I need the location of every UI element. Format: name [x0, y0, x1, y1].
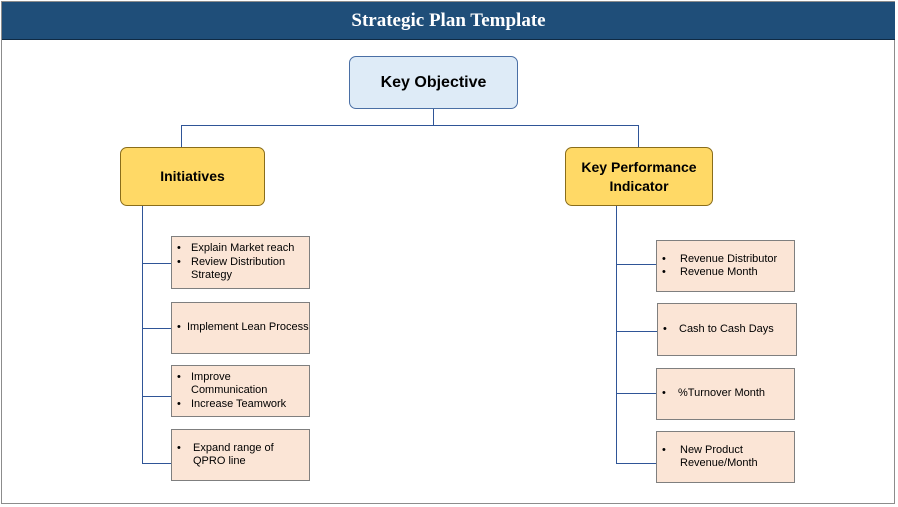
kpi-item-1-line-1: Revenue Distributor [662, 253, 794, 267]
initiatives-box: Initiatives [120, 147, 265, 206]
initiative-item-2-line-1: Implement Lean Process [177, 321, 309, 335]
key-objective-box: Key Objective [349, 56, 518, 109]
kpi-item-1: Revenue Distributor Revenue Month [656, 240, 795, 292]
kpi-item-2-line-1: Cash to Cash Days [663, 323, 796, 337]
kpi-item-4: New Product Revenue/Month [656, 431, 795, 483]
kpi-item-3: %Turnover Month [656, 368, 795, 420]
initiative-item-3-line-2: Increase Teamwork [177, 398, 309, 412]
kpi-label: Key Performance Indicator [581, 158, 697, 194]
initiative-item-4: Expand range of QPRO line [171, 429, 310, 481]
kpi-item-1-line-2: Revenue Month [662, 266, 794, 280]
initiative-item-1-line-1: Explain Market reach [177, 242, 309, 256]
initiative-item-1: Explain Market reach Review Distribution… [171, 236, 310, 289]
key-objective-label: Key Objective [380, 73, 487, 91]
initiative-item-4-line-1: Expand range of QPRO line [177, 442, 309, 469]
kpi-box: Key Performance Indicator [565, 147, 713, 206]
kpi-item-2: Cash to Cash Days [657, 303, 797, 356]
kpi-item-3-line-1: %Turnover Month [662, 387, 794, 401]
initiative-item-3: Improve Communication Increase Teamwork [171, 365, 310, 417]
initiative-item-2: Implement Lean Process [171, 302, 310, 354]
initiatives-label: Initiatives [160, 168, 225, 184]
page-title: Strategic Plan Template [2, 2, 895, 40]
initiative-item-3-line-1: Improve Communication [177, 371, 309, 398]
kpi-item-4-line-1: New Product Revenue/Month [662, 444, 794, 471]
initiative-item-1-line-2: Review Distribution Strategy [177, 256, 309, 283]
